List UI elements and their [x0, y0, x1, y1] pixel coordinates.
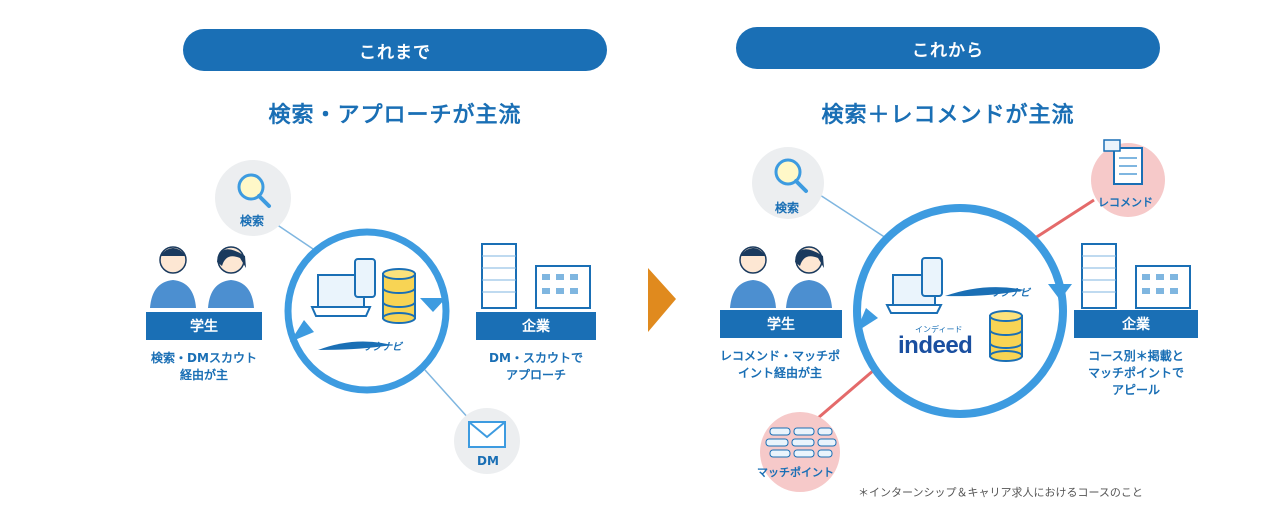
rikunabi-logo	[318, 341, 392, 350]
recommend-icon	[1091, 139, 1165, 217]
company-label: 企業	[476, 312, 596, 340]
dm-connector	[424, 369, 471, 421]
search-icon-right	[752, 147, 824, 219]
right-cycle-circle	[853, 204, 1072, 418]
rikunabi-text: リクナビ	[362, 342, 402, 353]
mail-icon	[454, 408, 520, 474]
after-pill: これから	[736, 27, 1160, 69]
student-label-right: 学生	[720, 310, 842, 338]
after-heading: 検索＋レコメンドが主流	[821, 103, 1075, 128]
company-desc: DM・スカウトで アプローチ	[489, 351, 583, 382]
student-people-icon-right	[730, 246, 832, 308]
transition-arrow	[648, 268, 676, 332]
search-icon	[215, 160, 291, 236]
matchpoint-connector	[817, 368, 875, 420]
rikunabi-logo-right	[945, 287, 1025, 297]
database-icon-right	[989, 310, 1023, 362]
recommend-connector	[1031, 198, 1095, 242]
footnote: ＊インターンシップ＆キャリア求人におけるコースのこと	[858, 486, 1143, 499]
student-desc: 検索・DMスカウト 経由が主	[151, 351, 257, 382]
company-buildings-icon-right	[1081, 243, 1191, 309]
student-label: 学生	[146, 312, 262, 340]
company-desc-right: コース別＊掲載と マッチポイントで アピール	[1087, 349, 1184, 397]
matchpoint-icon	[760, 412, 840, 492]
indeed-logo: indeed	[898, 332, 973, 359]
laptop-icon-right	[885, 257, 943, 314]
student-people-icon	[150, 246, 254, 308]
company-buildings-icon	[481, 243, 591, 309]
search-label-right: 検索	[775, 201, 800, 215]
matchpoint-label: マッチポイント	[757, 466, 834, 479]
phone-icon	[354, 258, 376, 298]
recommend-label: レコメンド	[1098, 196, 1153, 209]
search-connector-right	[819, 194, 887, 239]
company-label-right: 企業	[1074, 310, 1198, 338]
before-heading: 検索・アプローチが主流	[268, 103, 522, 128]
database-icon	[382, 268, 416, 324]
student-desc-right: レコメンド・マッチポ イント経由が主	[719, 349, 840, 380]
indeed-ruby: インディード	[915, 325, 963, 334]
rikunabi-text-right: リクナビ	[990, 288, 1030, 299]
before-pill: これまで	[183, 29, 607, 71]
search-label: 検索	[240, 214, 265, 228]
dm-label: DM	[477, 454, 499, 468]
